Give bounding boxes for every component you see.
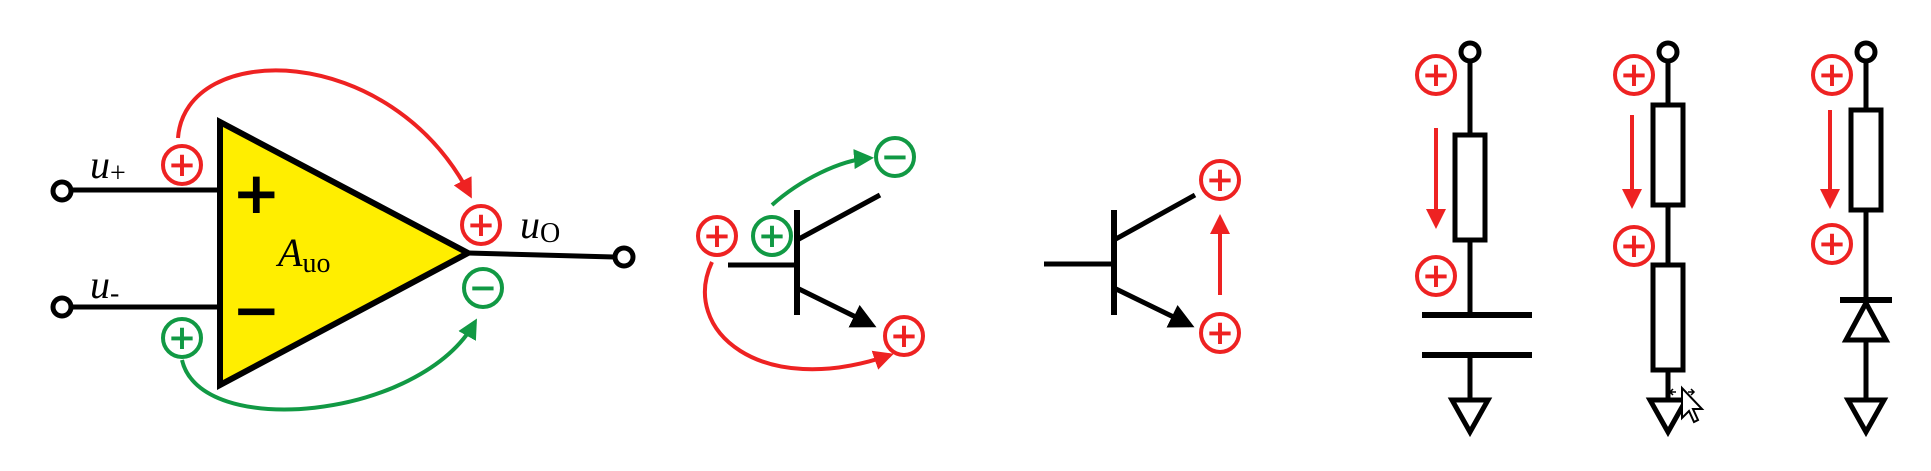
resistor-icon [1452, 132, 1488, 243]
polarity-sign: + [168, 318, 197, 358]
minus-input-terminal [50, 295, 74, 319]
middle-polarity-mark: + [1811, 223, 1853, 265]
resistor-diode-branch: + + [1811, 40, 1892, 438]
polarity-sign: + [1818, 224, 1847, 264]
minus-to-output-arrow [180, 318, 477, 412]
branch-terminal [1458, 40, 1482, 64]
top-polarity-mark: + [1811, 54, 1853, 96]
opamp-circuit: + − Auo u+ u- uO + + + − [50, 68, 636, 412]
npn-transistor-icon [1044, 192, 1197, 328]
gain-label: Auo [275, 230, 330, 279]
collector-polarity-mark: − [874, 136, 916, 178]
plus-input-terminal [50, 179, 74, 203]
output-minus-polarity-mark: − [462, 267, 504, 309]
branch-terminal [1656, 40, 1680, 64]
output-wire [467, 250, 615, 260]
capacitor-icon [1422, 312, 1532, 358]
top-polarity-mark: + [1415, 54, 1457, 96]
base-polarity-mark: + [751, 215, 793, 257]
opamp-minus-sign: − [232, 276, 281, 344]
base-to-collector-arrow [770, 149, 874, 207]
resistor-icon [1848, 107, 1884, 213]
polarity-sign: + [1206, 160, 1235, 200]
polarity-sign: + [1620, 55, 1649, 95]
transistor-phase-diagram: + + − + [696, 136, 925, 372]
polarity-sign: − [881, 137, 910, 177]
collector-polarity-mark: + [1199, 159, 1241, 201]
polarity-sign: + [758, 216, 787, 256]
transistor-emitter-collector-diagram: + + [1044, 159, 1241, 354]
output-terminal [612, 245, 636, 269]
branch-terminal [1854, 40, 1878, 64]
bottom-polarity-mark: + [1415, 255, 1457, 297]
opamp-triangle [217, 117, 475, 390]
plus-to-output-arrow [176, 68, 472, 199]
move-cursor-icon [1668, 385, 1705, 424]
two-resistor-branch: + + [1613, 40, 1705, 438]
resistor-icon [1650, 262, 1686, 373]
emitter-polarity-mark: + [1199, 312, 1241, 354]
minus-input-polarity-mark: + [161, 317, 203, 359]
plus-input-polarity-mark: + [161, 144, 203, 186]
top-polarity-mark: + [1613, 54, 1655, 96]
middle-polarity-mark: + [1613, 225, 1655, 267]
diode-icon [1840, 297, 1892, 343]
input-minus-label: u- [90, 262, 119, 309]
polarity-sign: + [1818, 55, 1847, 95]
base-to-emitter-arrow [703, 261, 894, 372]
polarity-sign: − [469, 268, 498, 308]
output-plus-polarity-mark: + [460, 204, 502, 246]
ground-icon [1447, 397, 1493, 438]
base-input-polarity-mark: + [696, 215, 738, 257]
resistor-icon [1650, 102, 1686, 208]
polarity-sign: + [1422, 256, 1451, 296]
ground-icon [1843, 397, 1889, 438]
polarity-sign: + [1422, 55, 1451, 95]
polarity-sign: + [890, 316, 919, 356]
ground-icon [1645, 397, 1691, 438]
resistor-capacitor-branch: + + [1415, 40, 1532, 438]
output-label: uO [520, 202, 560, 249]
emitter-polarity-mark: + [883, 315, 925, 357]
polarity-sign: + [1620, 226, 1649, 266]
npn-transistor-icon [728, 192, 882, 328]
opamp-plus-sign: + [232, 159, 281, 227]
polarity-sign: + [703, 216, 732, 256]
input-plus-label: u+ [90, 142, 126, 189]
polarity-sign: + [467, 205, 496, 245]
polarity-sign: + [168, 145, 197, 185]
polarity-sign: + [1206, 313, 1235, 353]
